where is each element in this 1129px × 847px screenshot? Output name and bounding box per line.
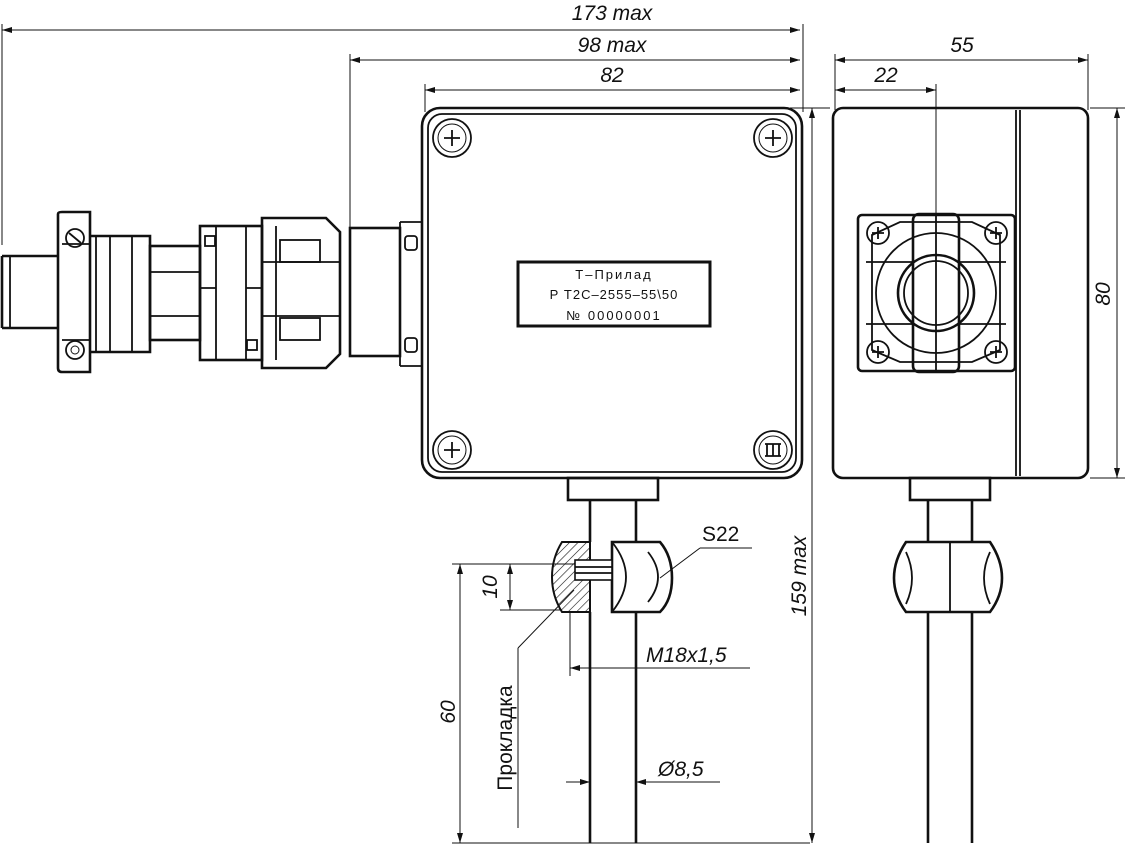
nameplate — [516, 260, 712, 328]
dim-immersion-length: 60 — [437, 700, 460, 724]
side-screw-top-right-icon — [984, 221, 1008, 245]
screw-top-right-icon — [753, 118, 793, 158]
dim-side-offset: 22 — [873, 64, 898, 87]
side-connector-socket — [856, 212, 1017, 374]
side-screw-bottom-right-icon — [984, 340, 1008, 364]
screw-bottom-left-icon — [432, 430, 472, 470]
side-screw-top-left-icon — [866, 221, 890, 245]
dimension-nut-height — [500, 563, 575, 611]
side-probe — [892, 476, 1004, 843]
dimension-side-height — [1090, 107, 1125, 479]
nameplate-line-2: Р Т2С–2555–55\50 — [550, 287, 679, 302]
dimension-thread — [569, 612, 750, 676]
side-screw-bottom-left-icon — [866, 340, 890, 364]
label-gasket: Прокладка — [494, 685, 517, 791]
dim-nut-height: 10 — [479, 575, 502, 599]
screw-top-left-icon — [432, 118, 472, 158]
dimension-lines-top — [1, 24, 1089, 300]
dim-thread: M18x1,5 — [646, 644, 727, 667]
nameplate-line-3: № 00000001 — [566, 308, 661, 323]
leader-gasket — [517, 589, 575, 828]
nameplate-line-1: Т–Прилад — [575, 267, 652, 282]
dimension-immersion-length — [452, 563, 810, 844]
dim-side-depth: 55 — [950, 34, 974, 57]
cable-gland — [0, 210, 422, 374]
leader-s22 — [659, 547, 701, 579]
front-probe — [550, 476, 674, 843]
dim-probe-diameter: Ø8,5 — [657, 758, 704, 781]
ground-terminal-icon — [753, 430, 793, 470]
dim-overall-height: 159 max — [788, 534, 811, 616]
dim-overall-width: 173 max — [572, 2, 654, 25]
dim-side-height: 80 — [1092, 282, 1115, 306]
dim-wrench-size: S22 — [702, 523, 739, 546]
dim-body-with-gland: 98 max — [578, 34, 648, 57]
dim-body-width: 82 — [600, 64, 624, 87]
dimension-overall-height — [790, 107, 830, 843]
